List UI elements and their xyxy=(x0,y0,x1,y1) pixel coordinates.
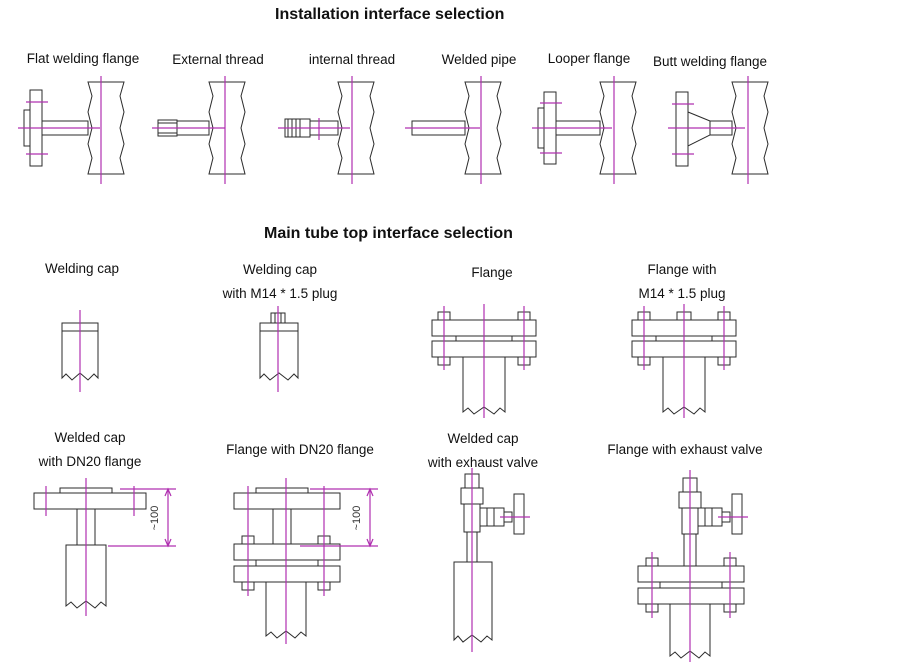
top-label-line1: Welded cap xyxy=(447,431,519,446)
drawing-butt-welding-flange xyxy=(668,76,769,184)
drawing-welding-cap xyxy=(61,310,99,392)
top-label-welded-cap-valve: Welded cap with exhaust valve xyxy=(408,427,558,475)
drawing-flange-dn20: ~100 xyxy=(233,478,378,644)
top-label-line1: Flange xyxy=(471,265,513,280)
top-label-line1: Flange with exhaust valve xyxy=(607,442,763,457)
top-label-flange-plug: Flange with M14 * 1.5 plug xyxy=(602,258,762,306)
top-label-welded-cap-dn20: Welded cap with DN20 flange xyxy=(16,426,164,474)
dimension-label-100: ~100 xyxy=(351,506,363,531)
installation-heading: Installation interface selection xyxy=(275,6,505,23)
option-label-internal-thread: internal thread xyxy=(308,52,396,67)
option-label-external-thread: External thread xyxy=(172,52,264,67)
top-label-line1: Welding cap xyxy=(242,262,318,277)
drawing-flat-welding-flange xyxy=(18,76,125,184)
drawing-flange-valve xyxy=(637,470,748,662)
option-label-looper-flange: Looper flange xyxy=(547,51,631,66)
drawing-internal-thread xyxy=(278,76,375,184)
drawing-flange-plug xyxy=(631,304,737,418)
drawing-welded-cap-dn20: ~100 xyxy=(33,478,176,616)
option-label-flat-welding-flange: Flat welding flange xyxy=(26,51,140,66)
top-label-flange-dn20: Flange with DN20 flange xyxy=(210,438,390,462)
dimension-label-100: ~100 xyxy=(149,506,161,531)
drawing-welded-pipe xyxy=(405,76,502,184)
option-label-welded-pipe: Welded pipe xyxy=(441,52,517,67)
top-label-line1: Flange with xyxy=(647,262,717,277)
top-label-line1: Flange with DN20 flange xyxy=(226,442,374,457)
drawing-flange xyxy=(431,304,537,418)
top-label-line2: with exhaust valve xyxy=(427,455,539,470)
top-label-welding-cap: Welding cap xyxy=(12,257,152,281)
top-label-line2: with M14 * 1.5 plug xyxy=(222,286,338,301)
top-label-line1: Welded cap xyxy=(54,430,126,445)
top-label-flange-valve: Flange with exhaust valve xyxy=(590,438,780,462)
top-label-line2: M14 * 1.5 plug xyxy=(638,286,726,301)
top-label-welding-cap-plug: Welding cap with M14 * 1.5 plug xyxy=(200,258,360,306)
top-label-line2: with DN20 flange xyxy=(38,454,142,469)
top-label-flange: Flange xyxy=(442,261,542,285)
drawing-welded-cap-valve xyxy=(453,468,530,652)
main-tube-heading: Main tube top interface selection xyxy=(264,225,513,242)
drawing-external-thread xyxy=(152,76,246,184)
top-label-line1: Welding cap xyxy=(44,261,120,276)
option-label-butt-welding-flange: Butt welding flange xyxy=(652,54,768,69)
drawing-welding-cap-plug xyxy=(259,306,299,392)
drawing-looper-flange xyxy=(532,76,637,184)
